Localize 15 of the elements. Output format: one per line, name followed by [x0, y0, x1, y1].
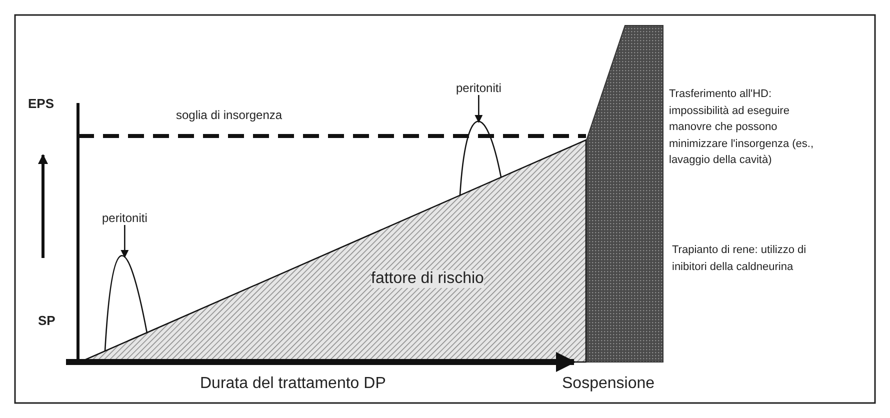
peak-label: peritoniti [102, 211, 148, 225]
area-label: fattore di rischio [371, 270, 484, 288]
axis-label: EPS [28, 96, 54, 111]
note-text: Trapianto di rene: utilizzo di inibitori della caldneurina [672, 243, 808, 274]
peritonitis-peak [458, 120, 504, 196]
threshold-label: soglia di insorgenza [176, 108, 282, 122]
leader-arrow [120, 225, 129, 258]
axis-title: Sospensione [562, 375, 655, 393]
note-text: Trasferimento all'HD: impossibilità ad eseguire manovre che possono minimizzare l'insorgenza (es., lavaggio della cavità) [669, 87, 815, 168]
axis-label: SP [38, 313, 56, 328]
leader-arrow [474, 95, 483, 123]
axis-title: Durata del trattamento DP [200, 375, 386, 393]
suspension-block [586, 25, 664, 362]
peritonitis-peak [103, 255, 149, 353]
peak-label: peritoniti [456, 81, 502, 95]
